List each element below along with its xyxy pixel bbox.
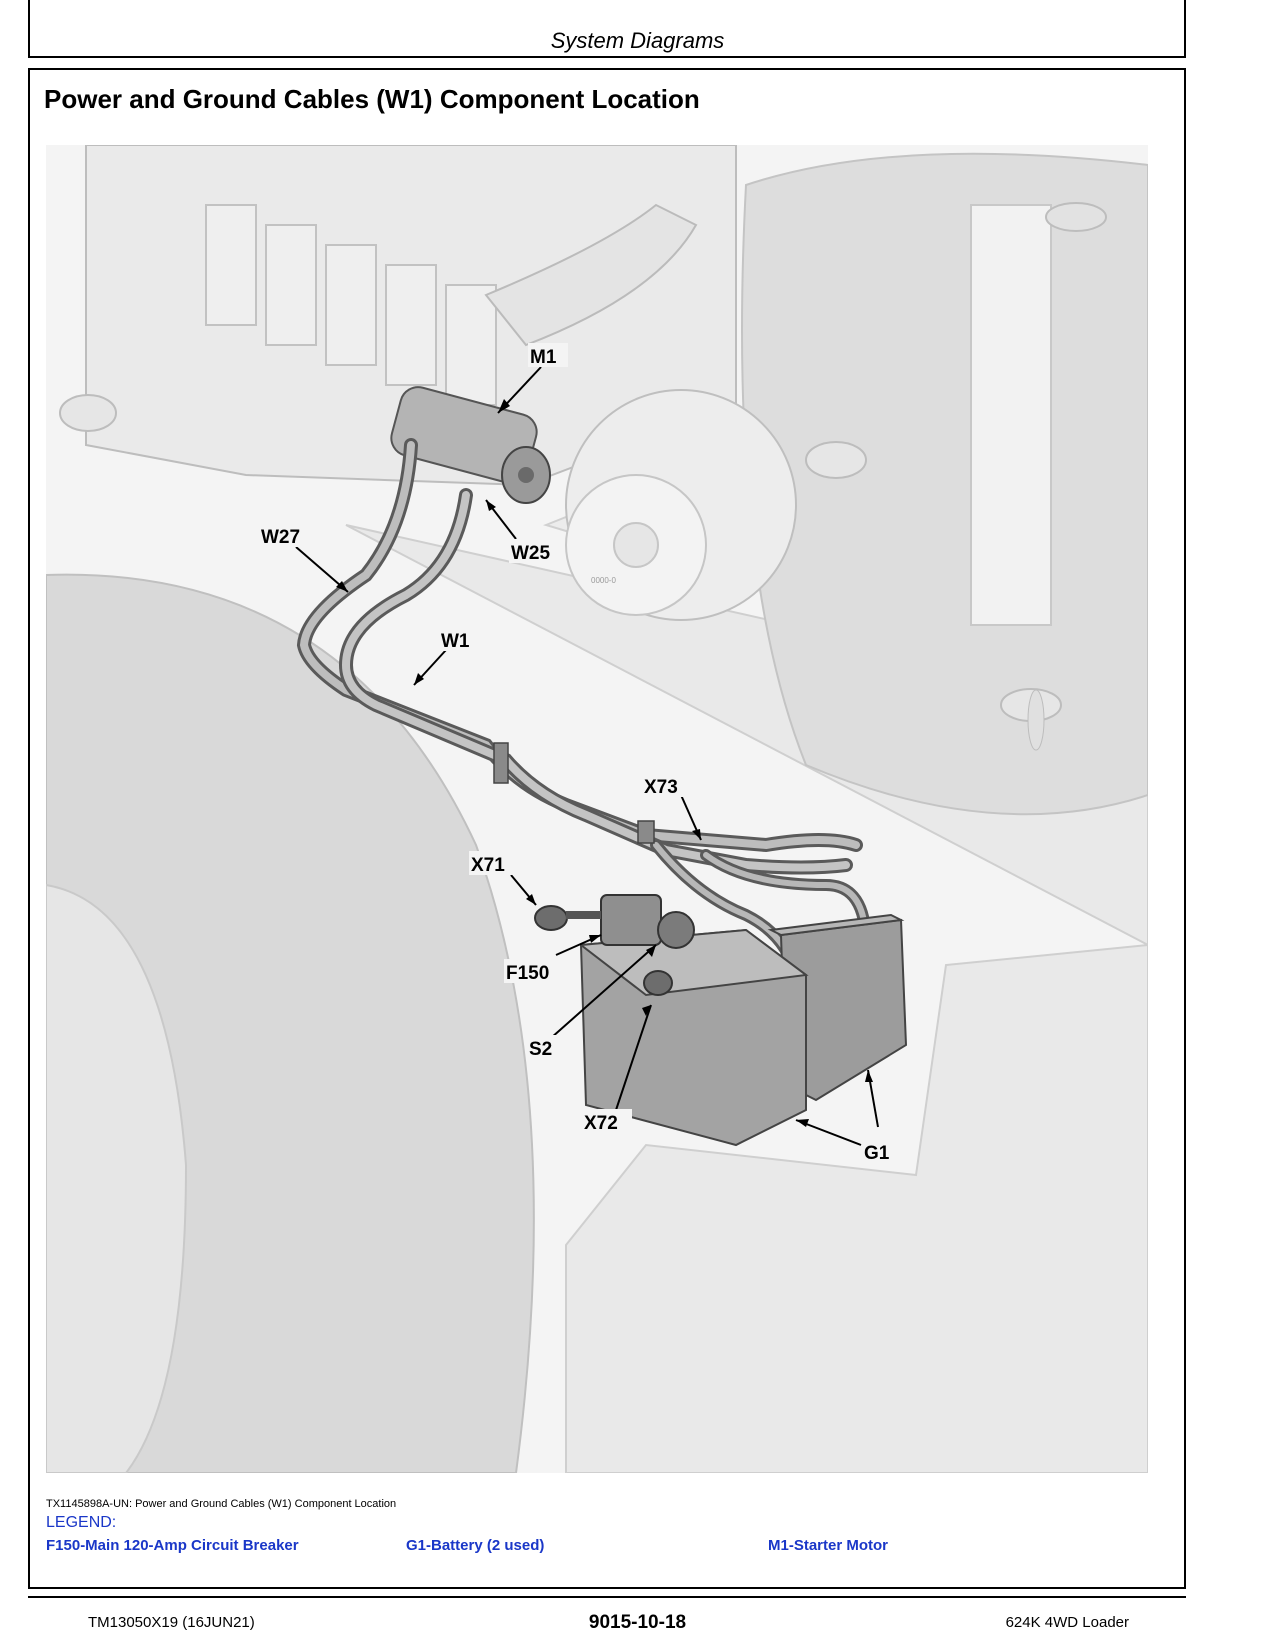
engine-mount bbox=[59, 394, 117, 432]
flywheel-hub bbox=[613, 522, 659, 568]
legend-item-f150: F150-Main 120-Amp Circuit Breaker bbox=[46, 1537, 299, 1554]
legend-item-m1: M1-Starter Motor bbox=[768, 1537, 889, 1554]
callout-w1: W1 bbox=[441, 631, 470, 652]
engine-cylinder bbox=[445, 284, 497, 406]
callout-x71: X71 bbox=[471, 855, 505, 876]
front-wheel-rim bbox=[46, 883, 188, 1473]
callout-arrowheads bbox=[336, 399, 873, 1127]
engine-mount bbox=[805, 441, 867, 479]
callout-w27: W27 bbox=[261, 527, 300, 548]
cable-clamp bbox=[493, 742, 509, 784]
engine-cylinder bbox=[265, 224, 317, 346]
footer-rule bbox=[28, 1596, 1186, 1598]
figure-caption: TX1145898A-UN: Power and Ground Cables (… bbox=[46, 1498, 397, 1510]
engine-cylinder bbox=[325, 244, 377, 366]
stud bbox=[1027, 689, 1045, 751]
section-header: System Diagrams bbox=[550, 28, 725, 53]
callout-m1: M1 bbox=[530, 347, 557, 368]
connector-x71 bbox=[534, 905, 601, 931]
battery-g1-rear bbox=[767, 913, 908, 1102]
header-frame bbox=[28, 0, 1186, 58]
engine-cylinder bbox=[205, 204, 257, 326]
footer-doc-id: TM13050X19 (16JUN21) bbox=[88, 1614, 255, 1631]
content-frame bbox=[28, 68, 1186, 1589]
power-ground-cables bbox=[296, 438, 872, 1031]
callout-s2: S2 bbox=[529, 1039, 552, 1060]
legend-title: LEGEND: bbox=[46, 1514, 117, 1531]
battery-g1-front bbox=[578, 928, 809, 1147]
legend-item-g1: G1-Battery (2 used) bbox=[406, 1537, 545, 1554]
figure-illustration: 0000-0 bbox=[46, 145, 1148, 1473]
callout-x72: X72 bbox=[584, 1113, 618, 1134]
callout-w25: W25 bbox=[511, 543, 551, 564]
rear-tire bbox=[741, 152, 1148, 816]
mount-bolt bbox=[1045, 202, 1107, 232]
footer-model: 624K 4WD Loader bbox=[1005, 1614, 1129, 1631]
cable-clamp bbox=[637, 820, 655, 844]
connector-x72 bbox=[643, 970, 673, 996]
exhaust-pipe bbox=[484, 203, 698, 347]
callout-x73: X73 bbox=[644, 777, 678, 798]
battery-disconnect-s2 bbox=[600, 894, 695, 949]
engine-cylinder bbox=[385, 264, 437, 386]
page-title: Power and Ground Cables (W1) Component L… bbox=[44, 84, 700, 114]
frame-column bbox=[970, 204, 1052, 626]
callout-labels: M1 W27 W25 W1 X73 X71 F150 S2 X72 G1 bbox=[259, 343, 902, 1164]
callout-g1: G1 bbox=[864, 1143, 890, 1164]
footer-page-number: 9015-10-18 bbox=[588, 1612, 687, 1633]
flywheel-engraving: 0000-0 bbox=[591, 576, 616, 585]
component-location-figure: 0000-0 bbox=[46, 145, 1148, 1473]
callout-f150: F150 bbox=[506, 963, 549, 984]
